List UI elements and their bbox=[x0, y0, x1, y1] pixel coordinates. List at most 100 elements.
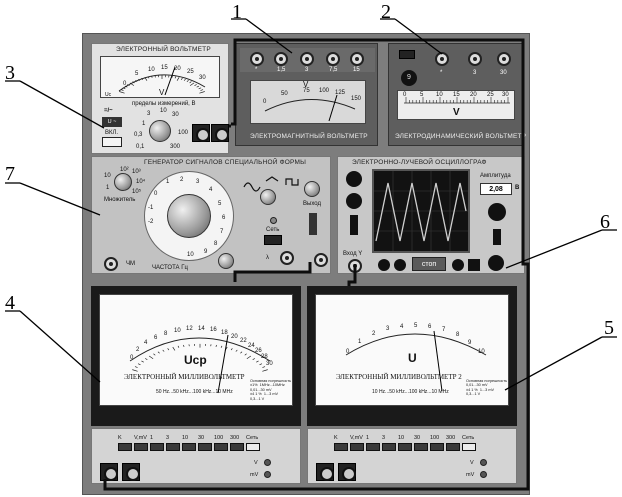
ev-unit: V bbox=[159, 88, 165, 97]
mv2-range-button[interactable] bbox=[334, 443, 348, 451]
mv2-range-button[interactable] bbox=[414, 443, 428, 451]
osc-ctrl-1[interactable] bbox=[378, 259, 390, 271]
ev-knob-30: 30 bbox=[172, 112, 179, 118]
mv1-range-button[interactable] bbox=[198, 443, 212, 451]
mv2-input-jack-1[interactable] bbox=[316, 463, 334, 481]
ev-scale-5: 5 bbox=[135, 71, 139, 77]
osc-amplitude-unit: В bbox=[515, 185, 520, 191]
mv2-label-5: 5 bbox=[414, 323, 418, 329]
ev-input-jack-2[interactable] bbox=[211, 124, 229, 142]
osc-ctrl-2[interactable] bbox=[394, 259, 406, 271]
em-label-7-5: 7,5 bbox=[329, 67, 338, 73]
osc-amplitude-label: Амплитуда bbox=[480, 173, 511, 179]
gen-power-led bbox=[270, 217, 277, 224]
osc-knob-left[interactable] bbox=[346, 171, 362, 187]
osc-amplitude-display: 2,08 bbox=[480, 183, 512, 195]
mv1-range-button[interactable] bbox=[134, 443, 148, 451]
mv1-range-button[interactable] bbox=[118, 443, 132, 451]
mv1-range-button[interactable] bbox=[166, 443, 180, 451]
mv2-range-button[interactable] bbox=[350, 443, 364, 451]
mv1-range-button[interactable] bbox=[214, 443, 228, 451]
osc-screen bbox=[372, 169, 470, 253]
em-scale-100: 100 bbox=[319, 88, 330, 94]
mv1-range-button[interactable] bbox=[246, 443, 260, 451]
scale-tick bbox=[259, 363, 263, 366]
em-terminal-7-5[interactable] bbox=[326, 52, 340, 66]
gen-power-button[interactable] bbox=[264, 235, 282, 245]
em-scale-125: 125 bbox=[335, 90, 346, 96]
mv2-label-3: 3 bbox=[386, 326, 390, 332]
mv2-range-button[interactable] bbox=[462, 443, 476, 451]
mv1-input-jack-1[interactable] bbox=[100, 463, 118, 481]
gen-dial-5: 5 bbox=[218, 201, 222, 207]
mv2-range-button[interactable] bbox=[398, 443, 412, 451]
ev-range-knob[interactable] bbox=[149, 120, 171, 142]
scale-tick bbox=[183, 78, 186, 81]
osc-stop-button[interactable]: стоп bbox=[412, 257, 446, 271]
osc-input-label: Вход Y bbox=[343, 251, 363, 257]
mv2-input-jack-2[interactable] bbox=[338, 463, 356, 481]
em-terminal-15[interactable] bbox=[350, 52, 364, 66]
gen-fm-jack[interactable] bbox=[104, 257, 118, 271]
ed-terminal-30[interactable] bbox=[497, 52, 511, 66]
mv2-button-label: 100 bbox=[430, 435, 440, 441]
ev-mode-value: U ~ bbox=[107, 119, 117, 125]
ev-input-jack-1[interactable] bbox=[192, 124, 210, 142]
mv2-range-button[interactable] bbox=[430, 443, 444, 451]
scale-tick bbox=[134, 366, 138, 368]
osc-ctrl-3[interactable] bbox=[452, 259, 464, 271]
osc-knob-left-2[interactable] bbox=[346, 193, 362, 209]
mv1-label-24: 24 bbox=[248, 343, 255, 349]
ev-scale-0: 0 bbox=[123, 81, 127, 87]
osc-ctrl-5[interactable] bbox=[488, 255, 504, 271]
gen-mult-1: 1 bbox=[106, 185, 110, 191]
scale-tick bbox=[144, 358, 148, 360]
gen-output-knob[interactable] bbox=[304, 181, 320, 197]
gen-dial-9: 9 bbox=[204, 249, 208, 255]
ed-terminal-3[interactable] bbox=[468, 52, 482, 66]
mv2-range-button[interactable] bbox=[382, 443, 396, 451]
gen-frequency-knob[interactable] bbox=[167, 194, 211, 238]
electrodynamic-voltmeter: 9 * 3 30 0 5 10 15 20 25 30 V ЭЛЕКТРОДИН… bbox=[388, 43, 526, 146]
mv2-range-button[interactable] bbox=[366, 443, 380, 451]
osc-slider-left[interactable] bbox=[350, 215, 358, 235]
scale-tick bbox=[141, 360, 144, 363]
ed-knob[interactable]: 9 bbox=[401, 70, 417, 86]
ed-label-30: 30 bbox=[500, 70, 507, 76]
ed-label-3: 3 bbox=[473, 70, 477, 76]
gen-frequency-dial[interactable] bbox=[144, 171, 234, 261]
ev-mode-switch[interactable]: U ~ bbox=[102, 117, 122, 127]
mv2-range-button[interactable] bbox=[446, 443, 460, 451]
mv1-range-button[interactable] bbox=[150, 443, 164, 451]
osc-ctrl-4[interactable] bbox=[468, 259, 480, 271]
osc-knob-right[interactable] bbox=[488, 203, 506, 221]
gen-lambda-jack[interactable] bbox=[280, 251, 294, 265]
gen-dial-8: 8 bbox=[214, 241, 218, 247]
osc-stop-label: стоп bbox=[421, 261, 437, 268]
em-terminal-1-5[interactable] bbox=[274, 52, 288, 66]
mv1-input-jack-2[interactable] bbox=[122, 463, 140, 481]
scale-tick bbox=[198, 87, 202, 90]
mv1-label-6: 6 bbox=[154, 335, 158, 341]
mv1-range-button[interactable] bbox=[182, 443, 196, 451]
em-label-1-5: 1,5 bbox=[277, 67, 286, 73]
mv1-button-label: 300 bbox=[230, 435, 240, 441]
ev-power-button[interactable] bbox=[102, 137, 122, 147]
gen-waveform-knob[interactable] bbox=[260, 189, 276, 205]
gen-fine-knob[interactable] bbox=[218, 253, 234, 269]
ed-terminal-star[interactable] bbox=[435, 52, 449, 66]
mv1-range-button[interactable] bbox=[230, 443, 244, 451]
ev-scale-25: 25 bbox=[187, 69, 194, 75]
scale-tick bbox=[262, 366, 266, 368]
em-terminal-star[interactable] bbox=[250, 52, 264, 66]
gen-output-jack[interactable] bbox=[314, 253, 328, 267]
em-terminal-3[interactable] bbox=[300, 52, 314, 66]
osc-slider-right[interactable] bbox=[493, 229, 501, 245]
scale-tick bbox=[200, 89, 204, 91]
mv1-led-v bbox=[264, 459, 271, 466]
gen-multiplier-knob[interactable] bbox=[114, 173, 132, 191]
mv1-button-label: 30 bbox=[198, 435, 205, 441]
osc-input-jack[interactable] bbox=[348, 259, 362, 273]
scale-tick bbox=[256, 360, 259, 363]
